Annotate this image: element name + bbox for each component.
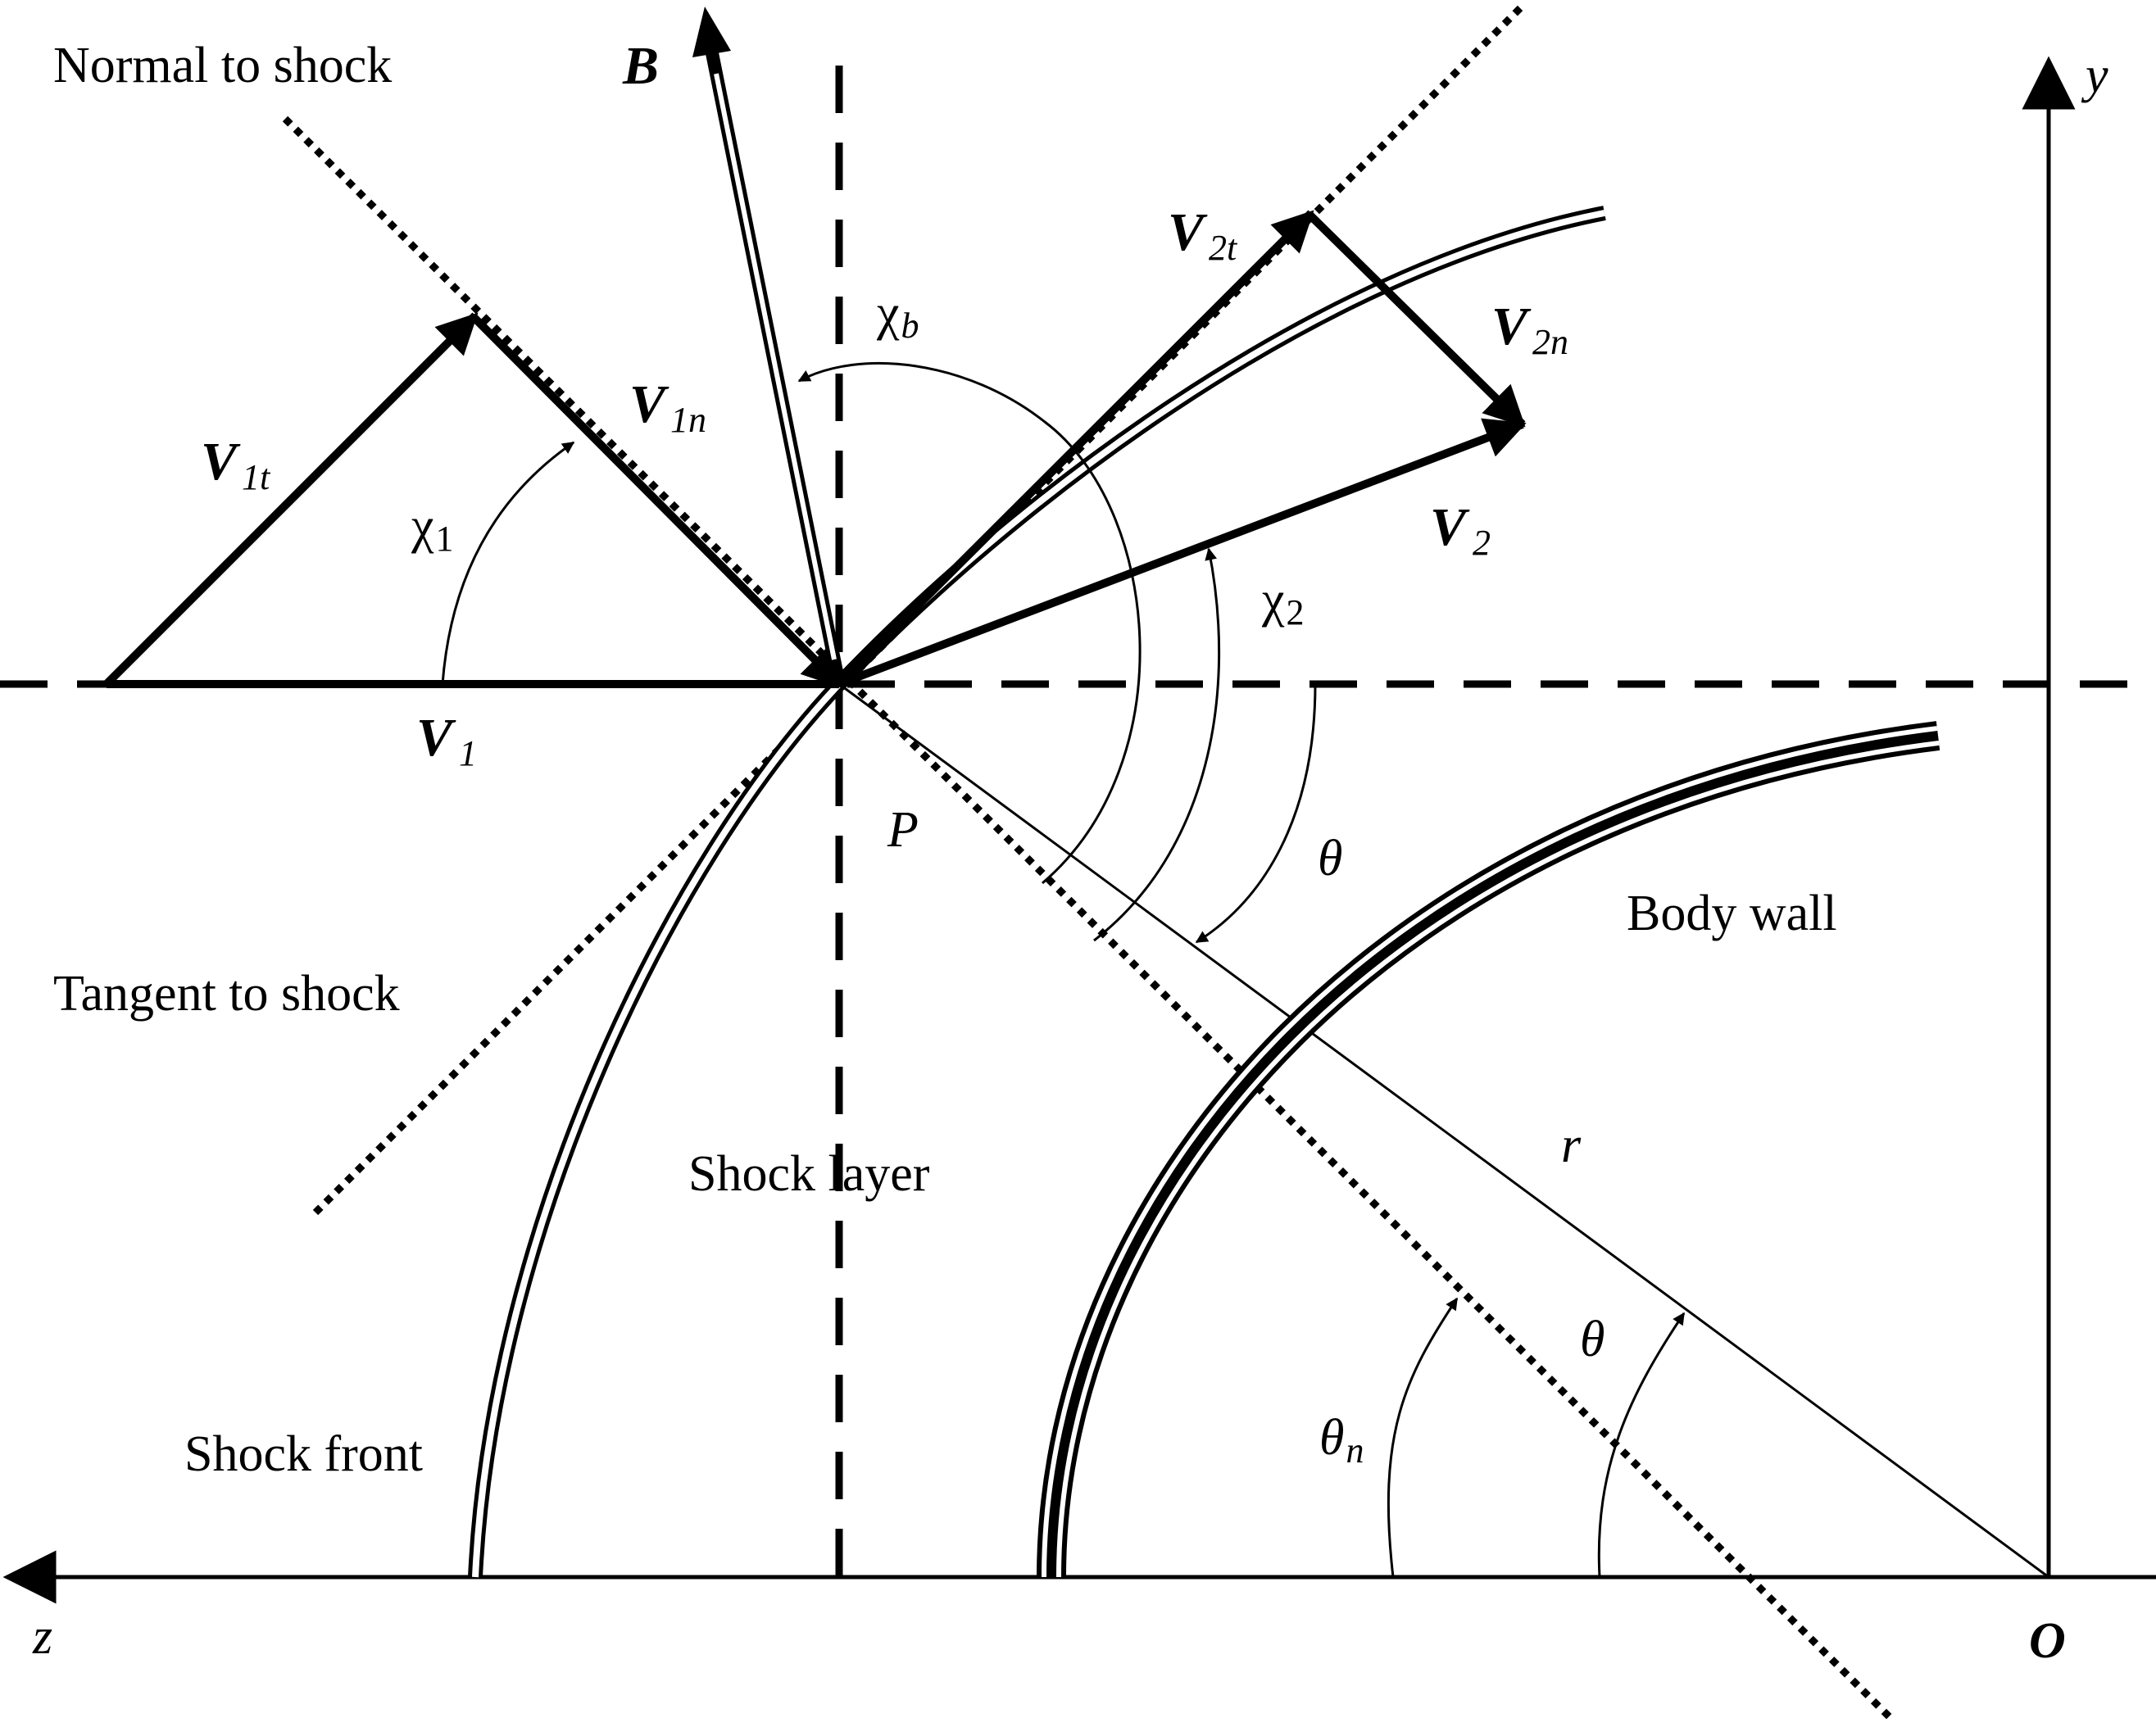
chib-label-main: χ [876, 285, 900, 341]
z-axis-label: z [32, 1609, 52, 1665]
chi1-label-main: χ [411, 498, 434, 554]
chi2-label: χ2 [1261, 572, 1305, 632]
theta-arc-bottom [1597, 1312, 1686, 1578]
v1t-vector [103, 312, 479, 687]
chib-label-sub: b [901, 306, 919, 346]
v2n-label-main: V [1491, 297, 1532, 356]
theta-label-bottom: θ [1580, 1312, 1605, 1367]
origin-o-label: O [2029, 1613, 2066, 1669]
chi1-label: χ1 [411, 498, 454, 559]
v1n-label-sub: 1n [670, 400, 706, 440]
v2t-vector [836, 210, 1314, 687]
thetan-label-main: θ [1319, 1410, 1344, 1466]
v2-label-sub: 2 [1473, 523, 1491, 563]
body-wall-label: Body wall [1627, 886, 1837, 941]
chi1-label-sub: 1 [436, 519, 454, 559]
normal-to-shock-line [282, 116, 1896, 1724]
body-wall-curve [1037, 721, 1940, 1578]
v1t-label-main: V [201, 432, 241, 492]
point-p-label: P [887, 802, 919, 858]
y-axis-label: y [2081, 48, 2108, 103]
chi2-arc [1093, 547, 1221, 942]
chi2-label-sub: 2 [1287, 592, 1305, 632]
v2-label-main: V [1430, 497, 1470, 557]
chi2-label-main: χ [1261, 572, 1285, 628]
radius-line [838, 682, 2049, 1579]
tangent-to-shock-line [312, 1, 1527, 1216]
v2-vector [837, 418, 1527, 688]
thetan-label-sub: n [1346, 1430, 1364, 1471]
shock-front-label: Shock front [184, 1426, 423, 1482]
v1-label-main: V [416, 708, 456, 768]
shock-layer-label: Shock layer [688, 1146, 930, 1202]
thetan-arc [1387, 1297, 1459, 1578]
thetan-label: θn [1319, 1410, 1364, 1471]
v1t-label-sub: 1t [242, 457, 271, 497]
tangent-to-shock-label: Tangent to shock [53, 966, 400, 1022]
b-label: B [622, 36, 659, 96]
chib-arc [797, 361, 1142, 885]
normal-to-shock-label: Normal to shock [53, 38, 392, 93]
v2t-label-sub: 2t [1209, 228, 1238, 268]
chi1-arc [441, 441, 575, 685]
v2n-vector [1306, 211, 1526, 428]
v1-label-sub: 1 [459, 733, 477, 773]
v1n-label-main: V [629, 374, 669, 434]
v1n-vector [470, 314, 844, 689]
theta-label-top: θ [1318, 831, 1342, 886]
chib-label: χb [876, 285, 919, 346]
b-vector [692, 7, 846, 686]
v2t-label-main: V [1168, 202, 1208, 262]
theta-arc-top [1195, 683, 1317, 944]
radius-r-label: r [1561, 1117, 1582, 1173]
v2n-label-sub: 2n [1532, 322, 1568, 362]
